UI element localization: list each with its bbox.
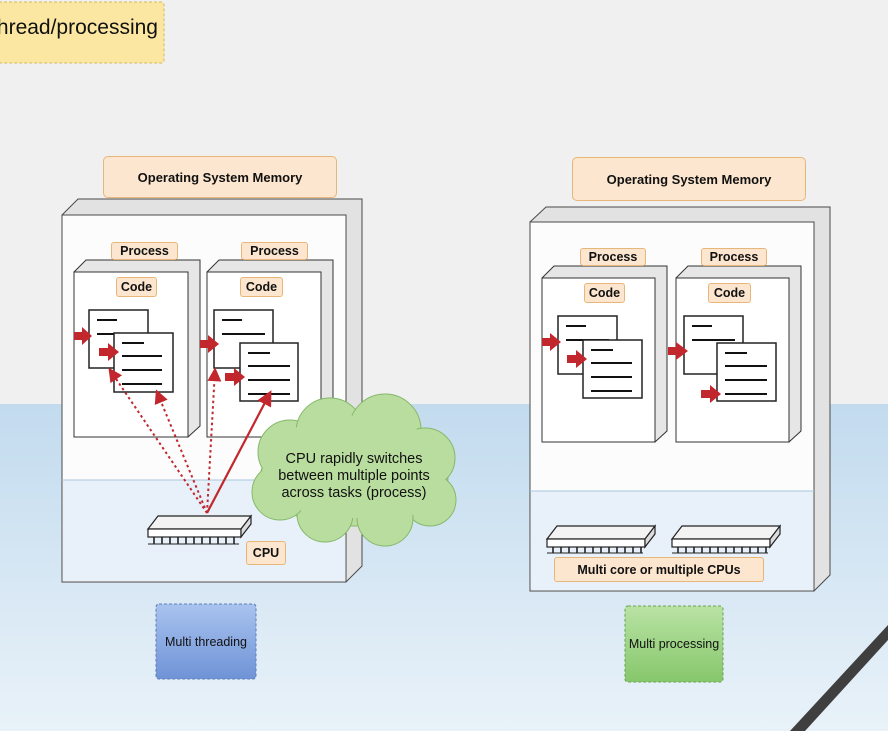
left-process-label-1: Process: [111, 242, 178, 260]
left-cpu-label: CPU: [246, 541, 286, 565]
cloud-text: CPU rapidly switches between multiple po…: [258, 448, 450, 504]
right-doc-front-2: [716, 342, 777, 402]
multi-processing-box: [624, 605, 724, 683]
cloud-line-3: across tasks (process): [281, 484, 427, 501]
left-code-label-1: Code: [116, 277, 157, 297]
title-tab-bg: [0, 1, 165, 64]
right-cpu-chip-2: [670, 524, 782, 554]
multi-threading-box: [155, 603, 257, 680]
right-arrow-2: [567, 350, 587, 368]
floor-diagonal: [790, 625, 888, 731]
left-cpu-chip: [146, 514, 253, 545]
left-doc-front-2: [239, 342, 299, 402]
right-code-label-1: Code: [584, 283, 625, 303]
left-code-label-2: Code: [240, 277, 283, 297]
multi-processing-caption: Multi processing: [628, 637, 720, 651]
left-process-label-2: Process: [241, 242, 308, 260]
right-process-label-2: Process: [701, 248, 767, 266]
multi-threading-caption: Multi threading: [165, 634, 247, 649]
cloud-line-2: between multiple points: [278, 467, 430, 484]
left-arrow-3: [200, 335, 219, 353]
left-doc-front-1: [113, 332, 174, 393]
left-arrow-1: [74, 327, 92, 345]
left-arrow-2: [99, 343, 119, 361]
cloud-line-1: CPU rapidly switches: [285, 450, 423, 467]
right-code-label-2: Code: [708, 283, 751, 303]
right-cpu-label: Multi core or multiple CPUs: [554, 557, 764, 582]
cpu-pointer-lines: [108, 367, 272, 514]
right-memory-label: Operating System Memory: [572, 157, 806, 201]
right-doc-front-1: [582, 339, 643, 399]
right-arrow-3: [668, 342, 688, 360]
title-tab-label: hread/processing: [0, 16, 158, 39]
right-process-label-1: Process: [580, 248, 646, 266]
right-cpu-chip-1: [545, 524, 657, 554]
right-arrow-1: [542, 333, 561, 351]
left-arrow-4: [225, 368, 245, 386]
left-memory-label: Operating System Memory: [103, 156, 337, 198]
right-arrow-4: [701, 385, 721, 403]
